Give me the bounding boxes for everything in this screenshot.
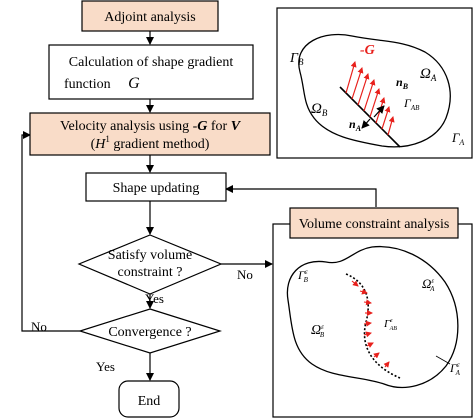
shape-updating-label: Shape updating <box>113 181 200 196</box>
shape-gradient-line2: function G <box>64 75 140 92</box>
gamma-b-top: ΓB <box>289 51 304 67</box>
shape-gradient-box: Calculation of shape gradient function G <box>48 44 254 100</box>
normal-nB-arrow <box>373 105 385 118</box>
arrow-left-icon <box>225 185 377 207</box>
end-box: End <box>118 380 180 418</box>
velocity-analysis-box: Velocity analysis using -G for V (H1 gra… <box>29 112 271 156</box>
convergence-diamond: Convergence ? <box>77 308 223 354</box>
normal-nA-arrow <box>361 118 371 129</box>
convergence-label: Convergence ? <box>108 325 191 340</box>
omega-b-top: ΩB <box>311 101 328 118</box>
satisfy-volume-line2: constraint ? <box>118 265 183 280</box>
gamma-ab-top: ΓAB <box>403 96 420 112</box>
no-label-2: No <box>31 319 47 334</box>
panel-top: ΓB ΩA ΩB -G nB nA ΓAB ΓA <box>276 7 473 159</box>
domain-outline-bottom <box>286 245 459 388</box>
na-label-top: nA <box>349 117 362 133</box>
velocity-analysis-line1: Velocity analysis using -G for V <box>60 119 242 134</box>
omega-a-top: ΩA <box>420 66 437 83</box>
gradient-arrows-top <box>345 61 395 136</box>
arrow-up-loop <box>21 131 80 332</box>
gamma-a-leader <box>435 355 451 365</box>
adjoint-analysis-label: Adjoint analysis <box>104 10 195 25</box>
adjoint-analysis-box: Adjoint analysis <box>81 0 219 32</box>
yes-label-1: Yes <box>145 291 164 306</box>
nb-label-top: nB <box>396 75 409 91</box>
gradient-arrows-bottom <box>351 280 390 368</box>
domain-outline-top <box>298 33 451 148</box>
satisfy-volume-line1: Satisfy volume <box>108 248 192 263</box>
gamma-a-top: ΓA <box>451 130 464 147</box>
no-label-1: No <box>237 267 253 282</box>
end-label: End <box>138 394 161 409</box>
velocity-analysis-line2: (H1 gradient method) <box>91 134 210 152</box>
connectors <box>21 31 377 381</box>
volume-constraint-label: Volume constraint analysis <box>299 217 450 232</box>
g-label-top: -G <box>360 43 375 58</box>
satisfy-volume-diamond: Satisfy volume constraint ? <box>77 234 223 295</box>
shape-updating-box: Shape updating <box>85 172 227 202</box>
yes-label-2: Yes <box>96 359 115 374</box>
shape-gradient-line1: Calculation of shape gradient <box>69 55 234 70</box>
